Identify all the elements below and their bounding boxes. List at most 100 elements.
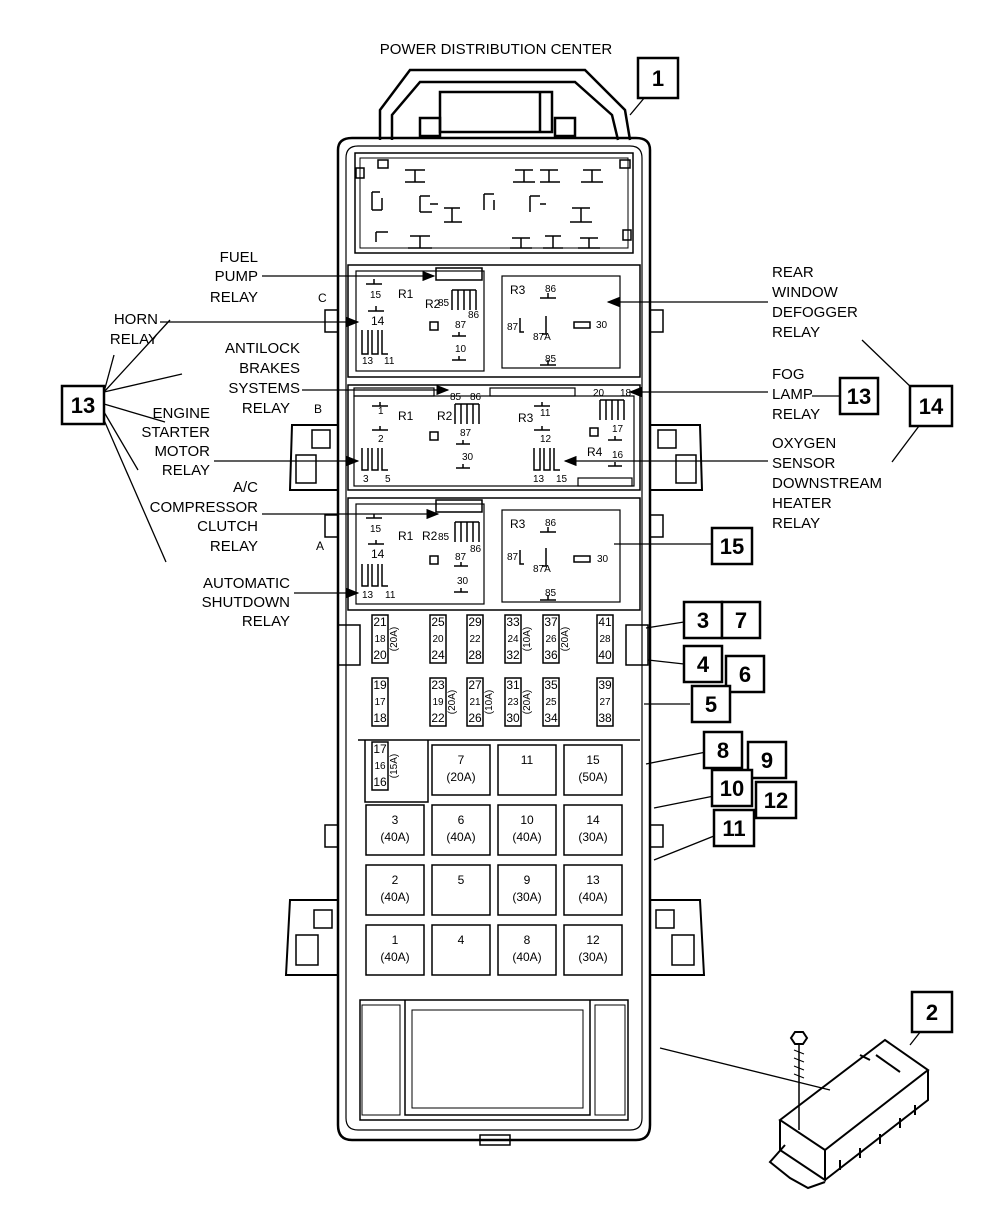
mini-fuse-fuse-number: 26 bbox=[545, 634, 557, 645]
relay-a-r3-label: R3 bbox=[510, 517, 526, 531]
callout-number: 2 bbox=[926, 1000, 938, 1025]
mini-fuse-fuse-number: 19 bbox=[432, 697, 444, 708]
relay-a-85: 85 bbox=[438, 532, 450, 543]
maxi-fuse: 1(40A) bbox=[365, 924, 425, 976]
label-antilock-4: RELAY bbox=[242, 400, 290, 417]
label-ac-1: A/C bbox=[233, 479, 258, 496]
section-label-a: A bbox=[316, 539, 324, 553]
relay-b-1: 1 bbox=[378, 406, 384, 417]
label-fuel-pump-1: FUEL bbox=[220, 249, 258, 266]
relay-c-r3-label: R3 bbox=[510, 283, 526, 297]
label-antilock-1: ANTILOCK bbox=[225, 340, 300, 357]
mini-fuse-rating: (10A) bbox=[522, 627, 533, 651]
mini-fuse-top-number: 29 bbox=[468, 615, 482, 629]
callout-box: 4 bbox=[682, 644, 724, 684]
mini-fuse-rating: (20A) bbox=[389, 627, 400, 651]
mini-fuse-bottom-number: 32 bbox=[506, 648, 520, 662]
mini-fuse-fuse-number: 20 bbox=[432, 634, 444, 645]
label-starter-4: RELAY bbox=[162, 462, 210, 479]
relay-c-r2-label: R2 bbox=[425, 297, 441, 311]
mini-fuse-fuse-number: 25 bbox=[545, 697, 557, 708]
maxi-fuse-rating: (30A) bbox=[578, 950, 607, 964]
callout-number: 6 bbox=[739, 662, 751, 687]
label-asd-2: SHUTDOWN bbox=[202, 594, 290, 611]
relay-b-87: 87 bbox=[460, 428, 472, 439]
right-labels: REAR WINDOW DEFOGGER RELAY FOG LAMP RELA… bbox=[772, 264, 882, 532]
relay-a-87: 87 bbox=[455, 552, 467, 563]
label-ac-4: RELAY bbox=[210, 538, 258, 555]
relay-a-15: 15 bbox=[370, 524, 382, 535]
mini-fuse-top-number: 17 bbox=[373, 742, 387, 756]
maxi-fuse: 8(40A) bbox=[497, 924, 557, 976]
relay-c-r1-label: R1 bbox=[398, 287, 414, 301]
relay-b-2: 2 bbox=[378, 434, 384, 445]
callout-number: 10 bbox=[720, 776, 744, 801]
label-fog-1: FOG bbox=[772, 366, 805, 383]
maxi-fuse: 5 bbox=[431, 864, 491, 916]
callout-number: 13 bbox=[847, 384, 871, 409]
relay-b-15: 15 bbox=[556, 474, 568, 485]
section-label-b: B bbox=[314, 402, 322, 416]
mini-fuse-top-number: 27 bbox=[468, 678, 482, 692]
relay-c-85: 85 bbox=[438, 298, 450, 309]
callout-box: 10 bbox=[710, 768, 754, 808]
callout-number: 3 bbox=[697, 608, 709, 633]
mini-fuse-bottom-number: 36 bbox=[544, 648, 558, 662]
relay-c-15: 15 bbox=[370, 290, 382, 301]
relay-b-r1-label: R1 bbox=[398, 409, 414, 423]
label-antilock-2: BRAKES bbox=[239, 360, 300, 377]
label-horn-2: RELAY bbox=[110, 331, 158, 348]
mini-fuse-fuse-number: 28 bbox=[599, 634, 611, 645]
mini-fuse-top-number: 33 bbox=[506, 615, 520, 629]
relay-c-r3-87: 87 bbox=[507, 322, 519, 333]
maxi-fuse-rating: (30A) bbox=[578, 830, 607, 844]
relay-b-12: 12 bbox=[540, 434, 552, 445]
maxi-fuse-rating: (40A) bbox=[380, 830, 409, 844]
relay-section-b: B 85 86 R1 1 2 3 5 R2 87 30 R3 11 12 13 … bbox=[314, 384, 641, 491]
relay-b-3: 3 bbox=[363, 474, 369, 485]
top-panel-terminals bbox=[355, 159, 632, 249]
label-asd-3: RELAY bbox=[242, 613, 290, 630]
relay-a-30: 30 bbox=[457, 576, 469, 587]
mini-fuse-top-number: 37 bbox=[544, 615, 558, 629]
maxi-fuse-number: 9 bbox=[524, 873, 531, 887]
mini-fuse-fuse-number: 17 bbox=[374, 697, 386, 708]
callout-box: 12 bbox=[754, 780, 798, 820]
maxi-fuse: 7(20A) bbox=[431, 744, 491, 796]
maxi-fuse: 4 bbox=[431, 924, 491, 976]
mini-fuse-bottom-number: 34 bbox=[544, 711, 558, 725]
maxi-fuse: 12(30A) bbox=[563, 924, 623, 976]
label-starter-2: STARTER bbox=[141, 424, 210, 441]
callout-box: 14 bbox=[908, 384, 954, 428]
relay-a-r1-label: R1 bbox=[398, 529, 414, 543]
maxi-fuse-number: 4 bbox=[458, 933, 465, 947]
maxi-fuse: 3(40A) bbox=[365, 804, 425, 856]
maxi-fuse-rating: (30A) bbox=[512, 890, 541, 904]
mini-fuse-fuse-number: 21 bbox=[469, 697, 481, 708]
mini-fuse-fuse-number: 24 bbox=[507, 634, 519, 645]
maxi-fuse: 13(40A) bbox=[563, 864, 623, 916]
label-o2-2: SENSOR bbox=[772, 455, 836, 472]
label-starter-3: MOTOR bbox=[154, 443, 210, 460]
relay-b-30: 30 bbox=[462, 452, 474, 463]
mini-fuse-bottom-number: 24 bbox=[431, 648, 445, 662]
label-ac-3: CLUTCH bbox=[197, 518, 258, 535]
mini-fuse-bottom-number: 40 bbox=[598, 648, 612, 662]
callout-box: 5 bbox=[690, 684, 732, 724]
mini-fuse-top-number: 41 bbox=[598, 615, 612, 629]
relay-a-r3-85: 85 bbox=[545, 588, 557, 599]
maxi-fuse-rating: (40A) bbox=[380, 890, 409, 904]
mini-fuse-top-number: 19 bbox=[373, 678, 387, 692]
callout-number: 7 bbox=[735, 608, 747, 633]
maxi-fuse-number: 10 bbox=[520, 813, 534, 827]
relay-b-16: 16 bbox=[612, 450, 624, 461]
relay-a-13: 13 bbox=[362, 590, 374, 601]
mini-fuse-block: 211820(20A)252024292228332432(10A)372636… bbox=[371, 614, 614, 791]
